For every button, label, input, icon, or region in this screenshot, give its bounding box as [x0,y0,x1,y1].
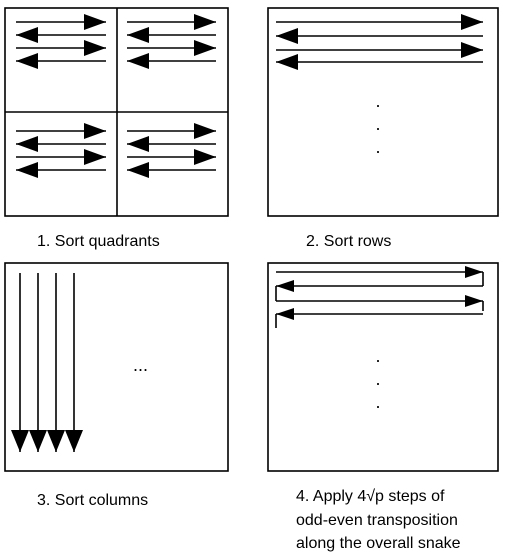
panel-1-quadrants [4,7,229,217]
panel-4-caption-line-3: along the overall snake [296,535,461,552]
column-arrow-4 [65,273,83,452]
panel-4-snake [267,262,499,472]
row-arrow-3 [276,42,483,58]
quadrant-3-arrow-1 [16,123,106,139]
quadrant-2-arrow-1 [127,14,216,30]
panel-3-continuation-dots: ... [133,355,149,375]
column-arrow-3 [47,273,65,452]
quadrant-4-arrow-1 [127,123,216,139]
quadrant-1-arrow-1 [16,14,106,30]
snake-arrow-2 [276,280,483,292]
quadrant-2-arrow-4 [127,53,216,69]
quadrant-1-arrow-3 [16,40,106,56]
snake-arrow-3 [276,295,483,307]
panel-2-frame [267,7,499,217]
quadrant-1-arrow-2 [16,27,106,43]
quadrant-2-arrow-3 [127,40,216,56]
quadrant-3-arrow-4 [16,162,106,178]
quadrant-3-arrow-3 [16,149,106,165]
panel-2-arrows [276,14,483,70]
quadrant-4-arrow-3 [127,149,216,165]
snake-arrow-4 [276,308,483,320]
panel-4-continuation-dots: . . . [375,346,381,412]
panel-3-arrows [11,273,83,452]
panel-4-arrows [276,266,483,320]
panel-2-caption: 2. Sort rows [306,233,392,250]
row-arrow-2 [276,28,483,44]
column-arrow-1 [11,273,29,452]
quadrant-2-arrow-2 [127,27,216,43]
panel-4-caption-line-1: 4. Apply 4√p steps of [296,488,445,505]
quadrant-1-arrow-4 [16,53,106,69]
panel-3-columns [4,262,229,472]
snake-arrow-1 [276,266,483,278]
panel-1-arrows [16,14,216,178]
quadrant-4-arrow-4 [127,162,216,178]
panel-2-continuation-dots: . . . [375,91,381,157]
column-arrow-2 [29,273,47,452]
panel-4-caption-line-2: odd-even transposition [296,512,458,529]
panel-3-frame [4,262,229,472]
panel-1-caption: 1. Sort quadrants [37,233,160,250]
panel-4-frame [267,262,499,472]
row-arrow-4 [276,54,483,70]
panel-2-rows [267,7,499,217]
quadrant-4-arrow-2 [127,136,216,152]
row-arrow-1 [276,14,483,30]
panel-3-caption: 3. Sort columns [37,492,149,509]
quadrant-3-arrow-2 [16,136,106,152]
